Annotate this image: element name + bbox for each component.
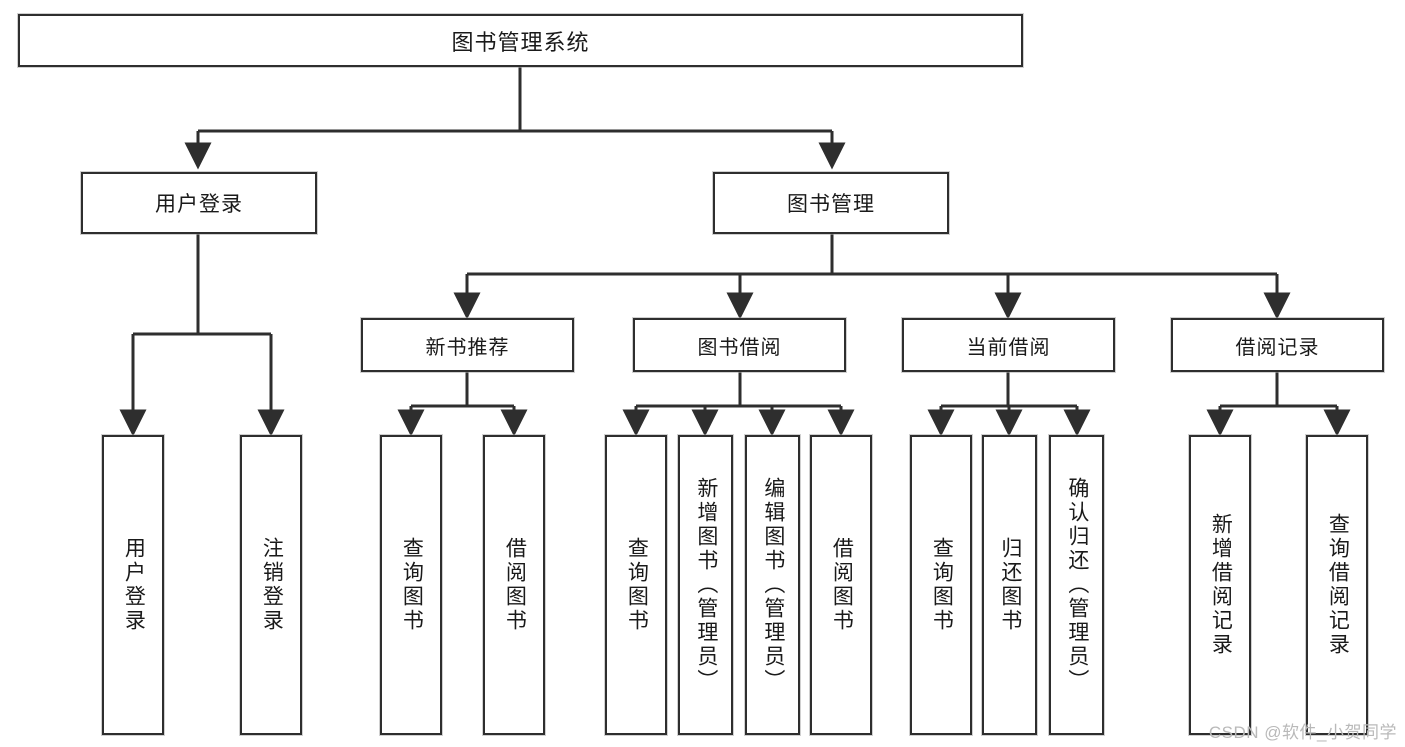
node-current-borrow[interactable]: 当前借阅	[902, 318, 1115, 372]
leaf-user-login[interactable]: 用户登录	[102, 435, 164, 735]
leaf-add-book-label: 新增图书（管理员）	[694, 477, 718, 693]
leaf-return-book[interactable]: 归还图书	[982, 435, 1037, 735]
leaf-borrow-book-2-label: 借阅图书	[830, 537, 854, 633]
leaf-return-book-label: 归还图书	[998, 537, 1022, 633]
leaf-query-book-3[interactable]: 查询图书	[910, 435, 972, 735]
leaf-query-record-label: 查询借阅记录	[1326, 513, 1350, 657]
leaf-query-book-1-label: 查询图书	[400, 537, 424, 633]
node-borrow-record[interactable]: 借阅记录	[1171, 318, 1384, 372]
node-borrow-record-label: 借阅记录	[1235, 336, 1320, 359]
node-book-manage-label: 图书管理	[787, 193, 875, 216]
node-current-borrow-label: 当前借阅	[966, 336, 1051, 359]
leaf-add-record-label: 新增借阅记录	[1209, 513, 1233, 657]
leaf-query-record[interactable]: 查询借阅记录	[1306, 435, 1368, 735]
node-new-book-recommend-label: 新书推荐	[425, 336, 510, 359]
leaf-confirm-return-label: 确认归还（管理员）	[1065, 477, 1089, 693]
leaf-borrow-book-2[interactable]: 借阅图书	[810, 435, 872, 735]
leaf-edit-book-label: 编辑图书（管理员）	[761, 477, 785, 693]
node-root[interactable]: 图书管理系统	[18, 14, 1023, 67]
leaf-user-login-label: 用户登录	[122, 537, 146, 633]
leaf-borrow-book-1[interactable]: 借阅图书	[483, 435, 545, 735]
leaf-edit-book[interactable]: 编辑图书（管理员）	[745, 435, 800, 735]
leaf-borrow-book-1-label: 借阅图书	[503, 537, 527, 633]
leaf-query-book-2-label: 查询图书	[625, 537, 649, 633]
leaf-query-book-1[interactable]: 查询图书	[380, 435, 442, 735]
node-book-manage[interactable]: 图书管理	[713, 172, 949, 234]
leaf-logout-login-label: 注销登录	[260, 537, 284, 633]
node-user-login-label: 用户登录	[155, 193, 243, 216]
node-root-label: 图书管理系统	[451, 29, 590, 55]
leaf-query-book-2[interactable]: 查询图书	[605, 435, 667, 735]
leaf-logout-login[interactable]: 注销登录	[240, 435, 302, 735]
leaf-add-record[interactable]: 新增借阅记录	[1189, 435, 1251, 735]
leaf-query-book-3-label: 查询图书	[930, 537, 954, 633]
leaf-confirm-return[interactable]: 确认归还（管理员）	[1049, 435, 1104, 735]
node-new-book-recommend[interactable]: 新书推荐	[361, 318, 574, 372]
leaf-add-book[interactable]: 新增图书（管理员）	[678, 435, 733, 735]
node-book-borrow[interactable]: 图书借阅	[633, 318, 846, 372]
node-book-borrow-label: 图书借阅	[697, 336, 782, 359]
csdn-watermark: CSDN @软件_小贺同学	[1208, 723, 1397, 742]
node-user-login[interactable]: 用户登录	[81, 172, 317, 234]
